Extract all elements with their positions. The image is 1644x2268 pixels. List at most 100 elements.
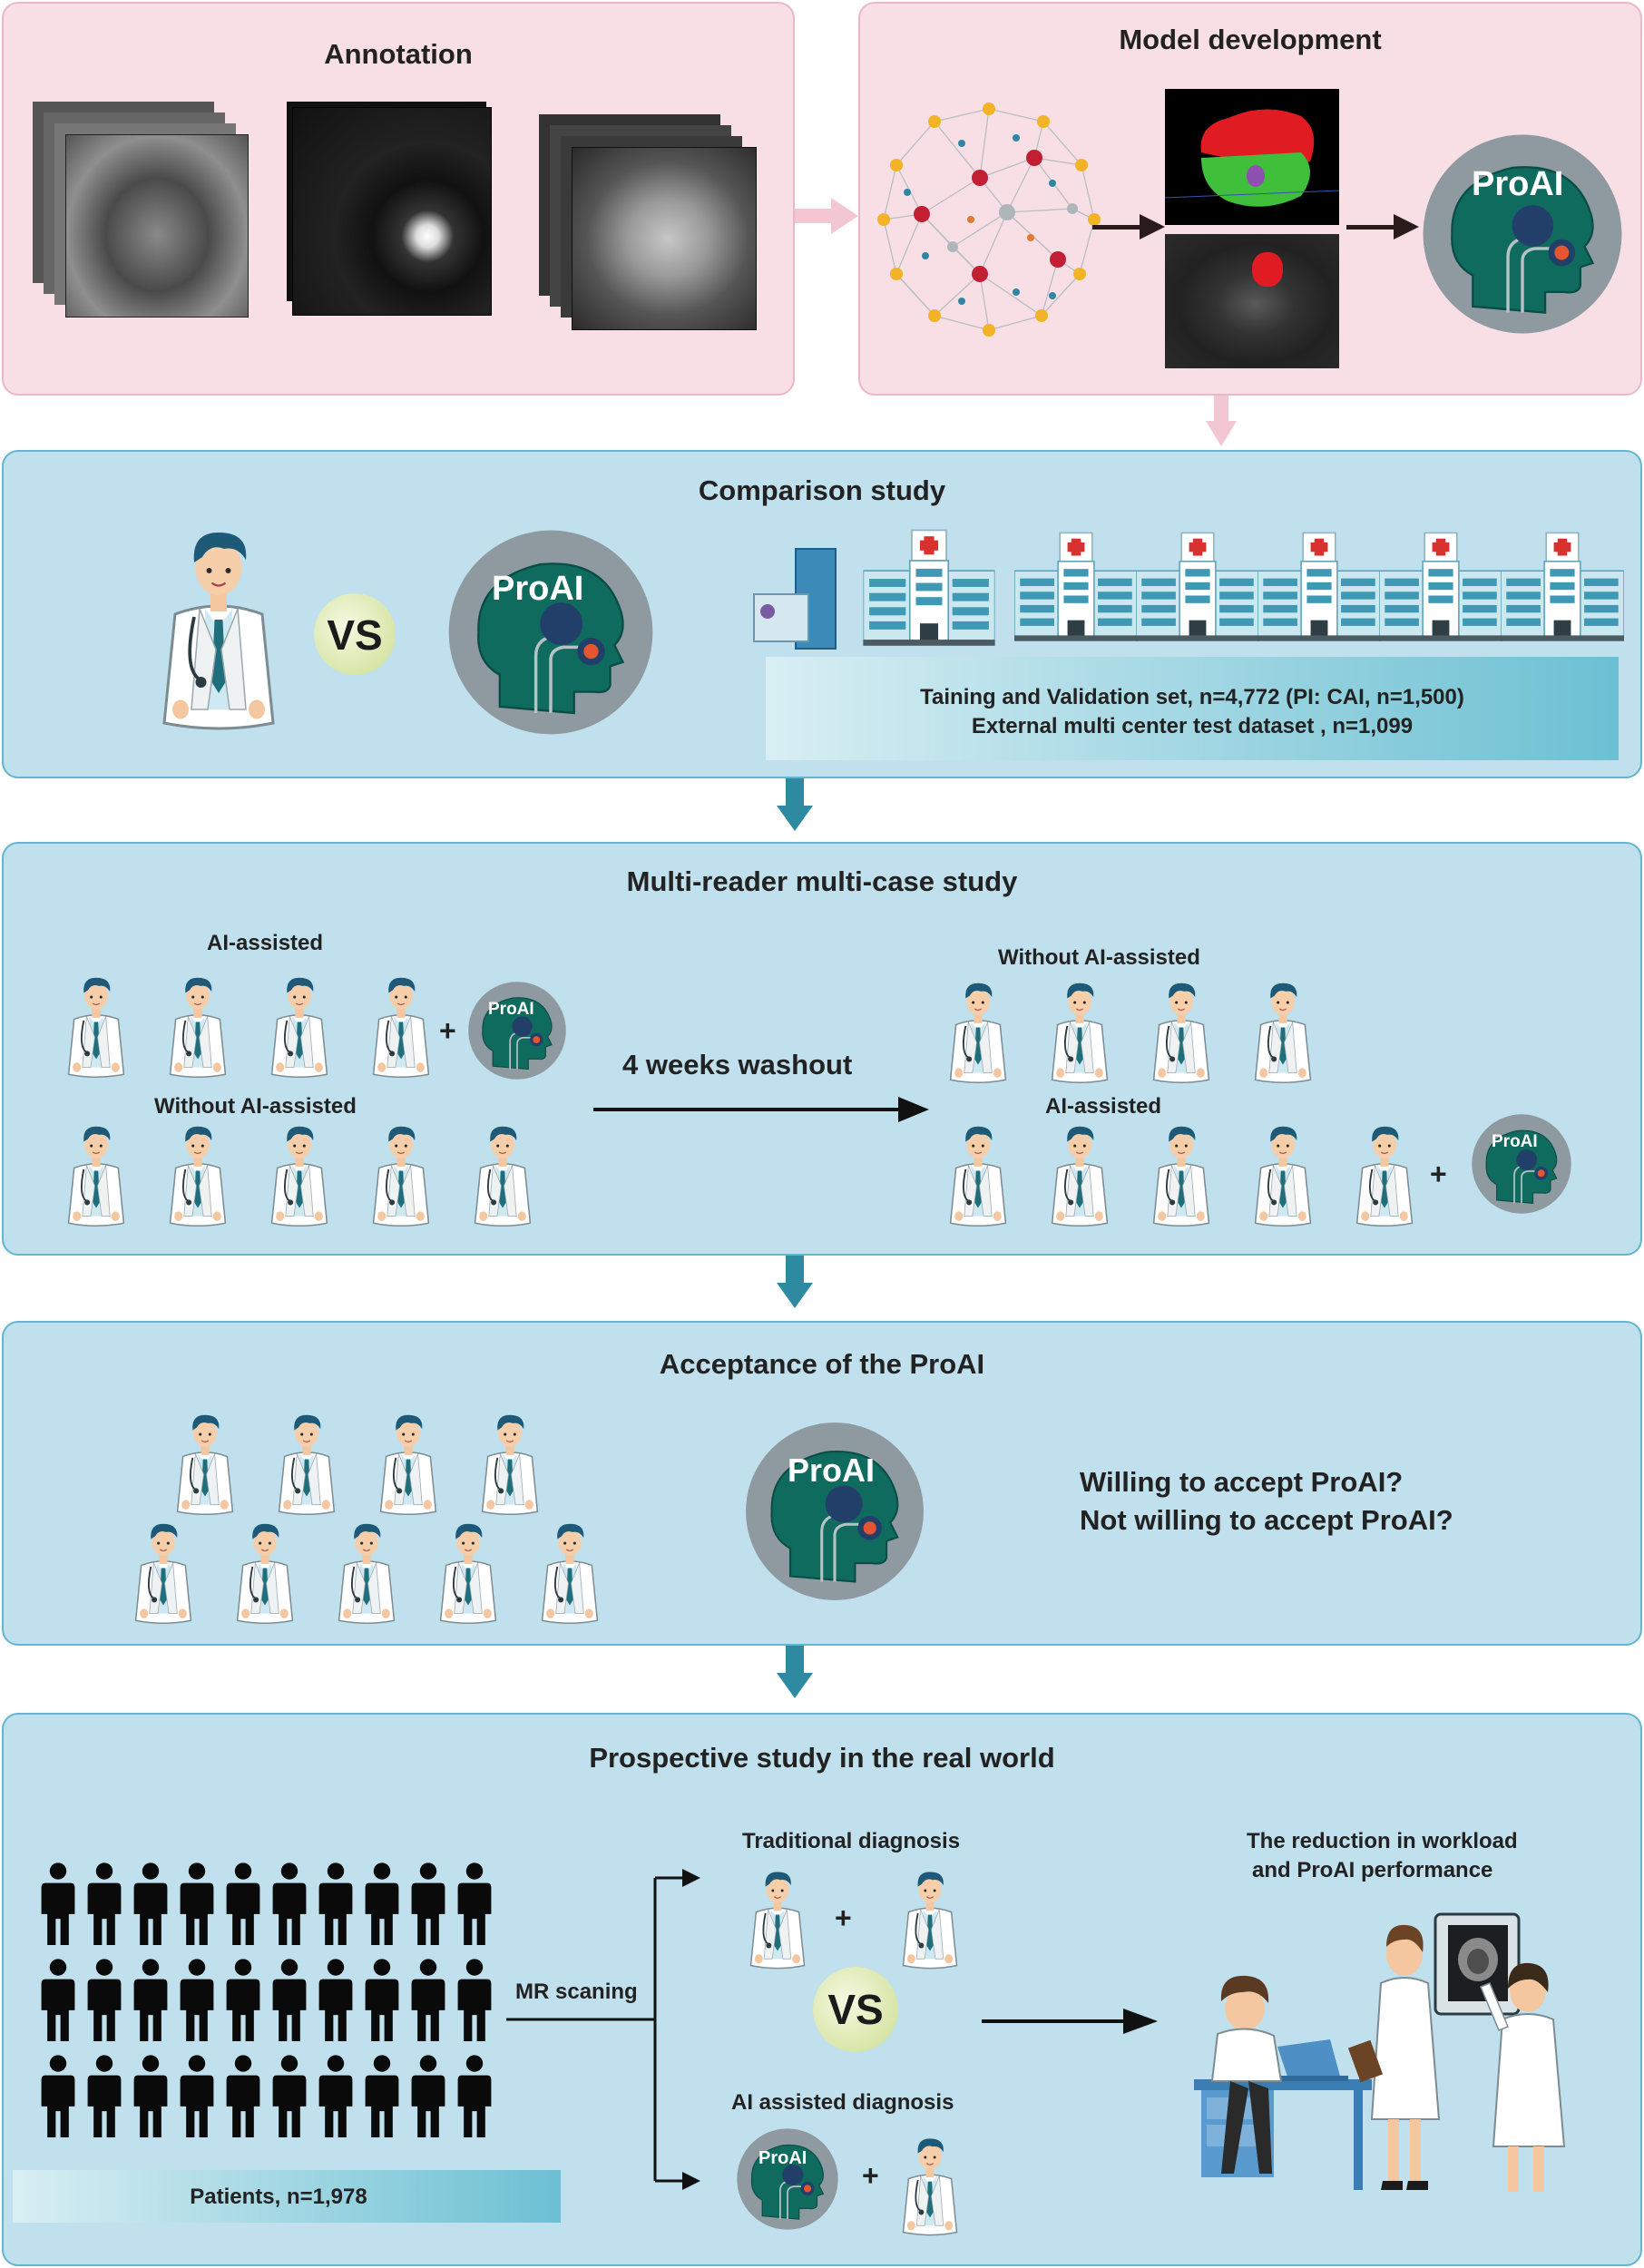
- proai-head-model: ProAI: [1419, 131, 1626, 337]
- doctor-icon: [949, 1125, 1007, 1227]
- teal-arrow-down-3: [777, 1646, 813, 1698]
- patient-icon: [41, 1959, 75, 2041]
- doctor-icon: [474, 1125, 532, 1227]
- plus-sign: +: [862, 2159, 879, 2192]
- washout-arrow: [593, 1097, 929, 1122]
- doctor-icon: [162, 531, 275, 730]
- proai-head-acceptance: ProAI: [742, 1419, 927, 1604]
- vs-label: VS: [827, 1986, 884, 2033]
- acceptance-question-1: Willing to accept ProAI?: [1080, 1466, 1404, 1498]
- mrmc-title: Multi-reader multi-case study: [626, 865, 1018, 897]
- arrow-nn-to-seg: [1092, 214, 1165, 240]
- doctor-icon: [949, 982, 1007, 1084]
- proai-label: ProAI: [758, 2148, 807, 2168]
- outcome-arrow: [982, 2009, 1158, 2034]
- plus-sign: +: [1430, 1158, 1447, 1190]
- doctor-icon: [902, 2137, 958, 2236]
- doctor-icon: [372, 1125, 430, 1227]
- patient-icon: [318, 2055, 353, 2137]
- segmentation-3d-image: [1164, 89, 1340, 225]
- patient-grid: [40, 1862, 503, 2161]
- patients-label: Patients, n=1,978: [190, 2185, 367, 2209]
- doctor-icon: [270, 1125, 328, 1227]
- doctor-icon: [270, 976, 328, 1079]
- patient-icon: [272, 2055, 307, 2137]
- patient-icon: [87, 2055, 122, 2137]
- patient-icon: [457, 1959, 492, 2041]
- vs-badge: [813, 1967, 898, 2052]
- doctor-icon: [1254, 982, 1312, 1084]
- mri-stack-t2: [33, 102, 259, 328]
- patient-icon: [87, 1959, 122, 2041]
- patient-icon: [411, 1959, 445, 2041]
- patient-icon: [41, 2055, 75, 2137]
- proai-label: ProAI: [788, 1452, 876, 1489]
- doctor-icon: [176, 1413, 234, 1516]
- acceptance-title: Acceptance of the ProAI: [659, 1348, 985, 1380]
- left-without-ai-label: Without AI-assisted: [154, 1094, 357, 1119]
- patient-icon: [318, 1862, 353, 1945]
- proai-head-mrmc-right: ProAI: [1470, 1112, 1573, 1216]
- doctor-icon: [169, 1125, 227, 1227]
- doctor-icon: [1051, 1125, 1109, 1227]
- traditional-diagnosis-label: Traditional diagnosis: [742, 1829, 961, 1853]
- doctor-icon: [338, 1522, 396, 1625]
- doctor-icon: [236, 1522, 294, 1625]
- acceptance-question-2: Not willing to accept ProAI?: [1080, 1504, 1453, 1536]
- doctor-icon: [134, 1522, 192, 1625]
- vs-badge: [314, 593, 396, 675]
- outcome-line-1: The reduction in workload: [1247, 1829, 1518, 1853]
- segmentation-2d-image: [1165, 234, 1339, 368]
- doctor-icon: [278, 1413, 336, 1516]
- neural-network-icon: [877, 103, 1101, 337]
- doctor-icon: [169, 976, 227, 1079]
- right-ai-assisted-label: AI-assisted: [1045, 1094, 1162, 1119]
- arrow-seg-to-proai: [1346, 214, 1419, 240]
- patient-icon: [365, 1862, 399, 1945]
- doctor-icon: [902, 1871, 958, 1970]
- patient-icon: [180, 2055, 214, 2137]
- proai-head-comparison: ProAI: [445, 526, 657, 738]
- patient-icon: [226, 1862, 260, 1945]
- doctor-icon: [1355, 1125, 1414, 1227]
- patients-box: [13, 2170, 561, 2223]
- patient-icon: [457, 1862, 492, 1945]
- dataset-box: [766, 657, 1619, 760]
- hospital-main-icon: [863, 529, 995, 647]
- mr-scanning-label: MR scaning: [515, 1980, 638, 2004]
- proai-label: ProAI: [1492, 1132, 1538, 1151]
- patient-icon: [133, 1959, 168, 2041]
- hospital-icon-5: [1501, 532, 1624, 642]
- patient-icon: [272, 1862, 307, 1945]
- doctor-icon: [481, 1413, 539, 1516]
- doctor-icon: [749, 1871, 806, 1970]
- hospital-icon-4: [1379, 532, 1502, 642]
- comparison-title: Comparison study: [698, 474, 946, 506]
- prospective-title: Prospective study in the real world: [589, 1742, 1055, 1774]
- patient-icon: [411, 1862, 445, 1945]
- hospital-icon-1: [1014, 532, 1138, 642]
- patient-icon: [365, 1959, 399, 2041]
- patient-icon: [133, 1862, 168, 1945]
- patient-icon: [133, 2055, 168, 2137]
- outcome-line-2: and ProAI performance: [1252, 1858, 1493, 1882]
- teal-arrow-down-2: [777, 1256, 813, 1308]
- patient-icon: [87, 1862, 122, 1945]
- right-without-ai-label: Without AI-assisted: [998, 945, 1200, 970]
- mri-stack-adc: [539, 114, 766, 332]
- patient-icon: [226, 1959, 260, 2041]
- doctor-icon: [1254, 1125, 1312, 1227]
- doctor-icon: [67, 976, 125, 1079]
- patient-icon: [41, 1862, 75, 1945]
- doctor-icon: [439, 1522, 497, 1625]
- patient-icon: [180, 1959, 214, 2041]
- patient-icon: [457, 2055, 492, 2137]
- hospital-icon-3: [1257, 532, 1381, 642]
- patient-icon: [411, 2055, 445, 2137]
- proai-label: ProAI: [488, 1000, 534, 1019]
- left-ai-assisted-label: AI-assisted: [207, 931, 324, 955]
- hospital-icon-2: [1136, 532, 1259, 642]
- proai-label: ProAI: [492, 570, 584, 608]
- doctor-icon: [379, 1413, 437, 1516]
- washout-label: 4 weeks washout: [622, 1049, 853, 1080]
